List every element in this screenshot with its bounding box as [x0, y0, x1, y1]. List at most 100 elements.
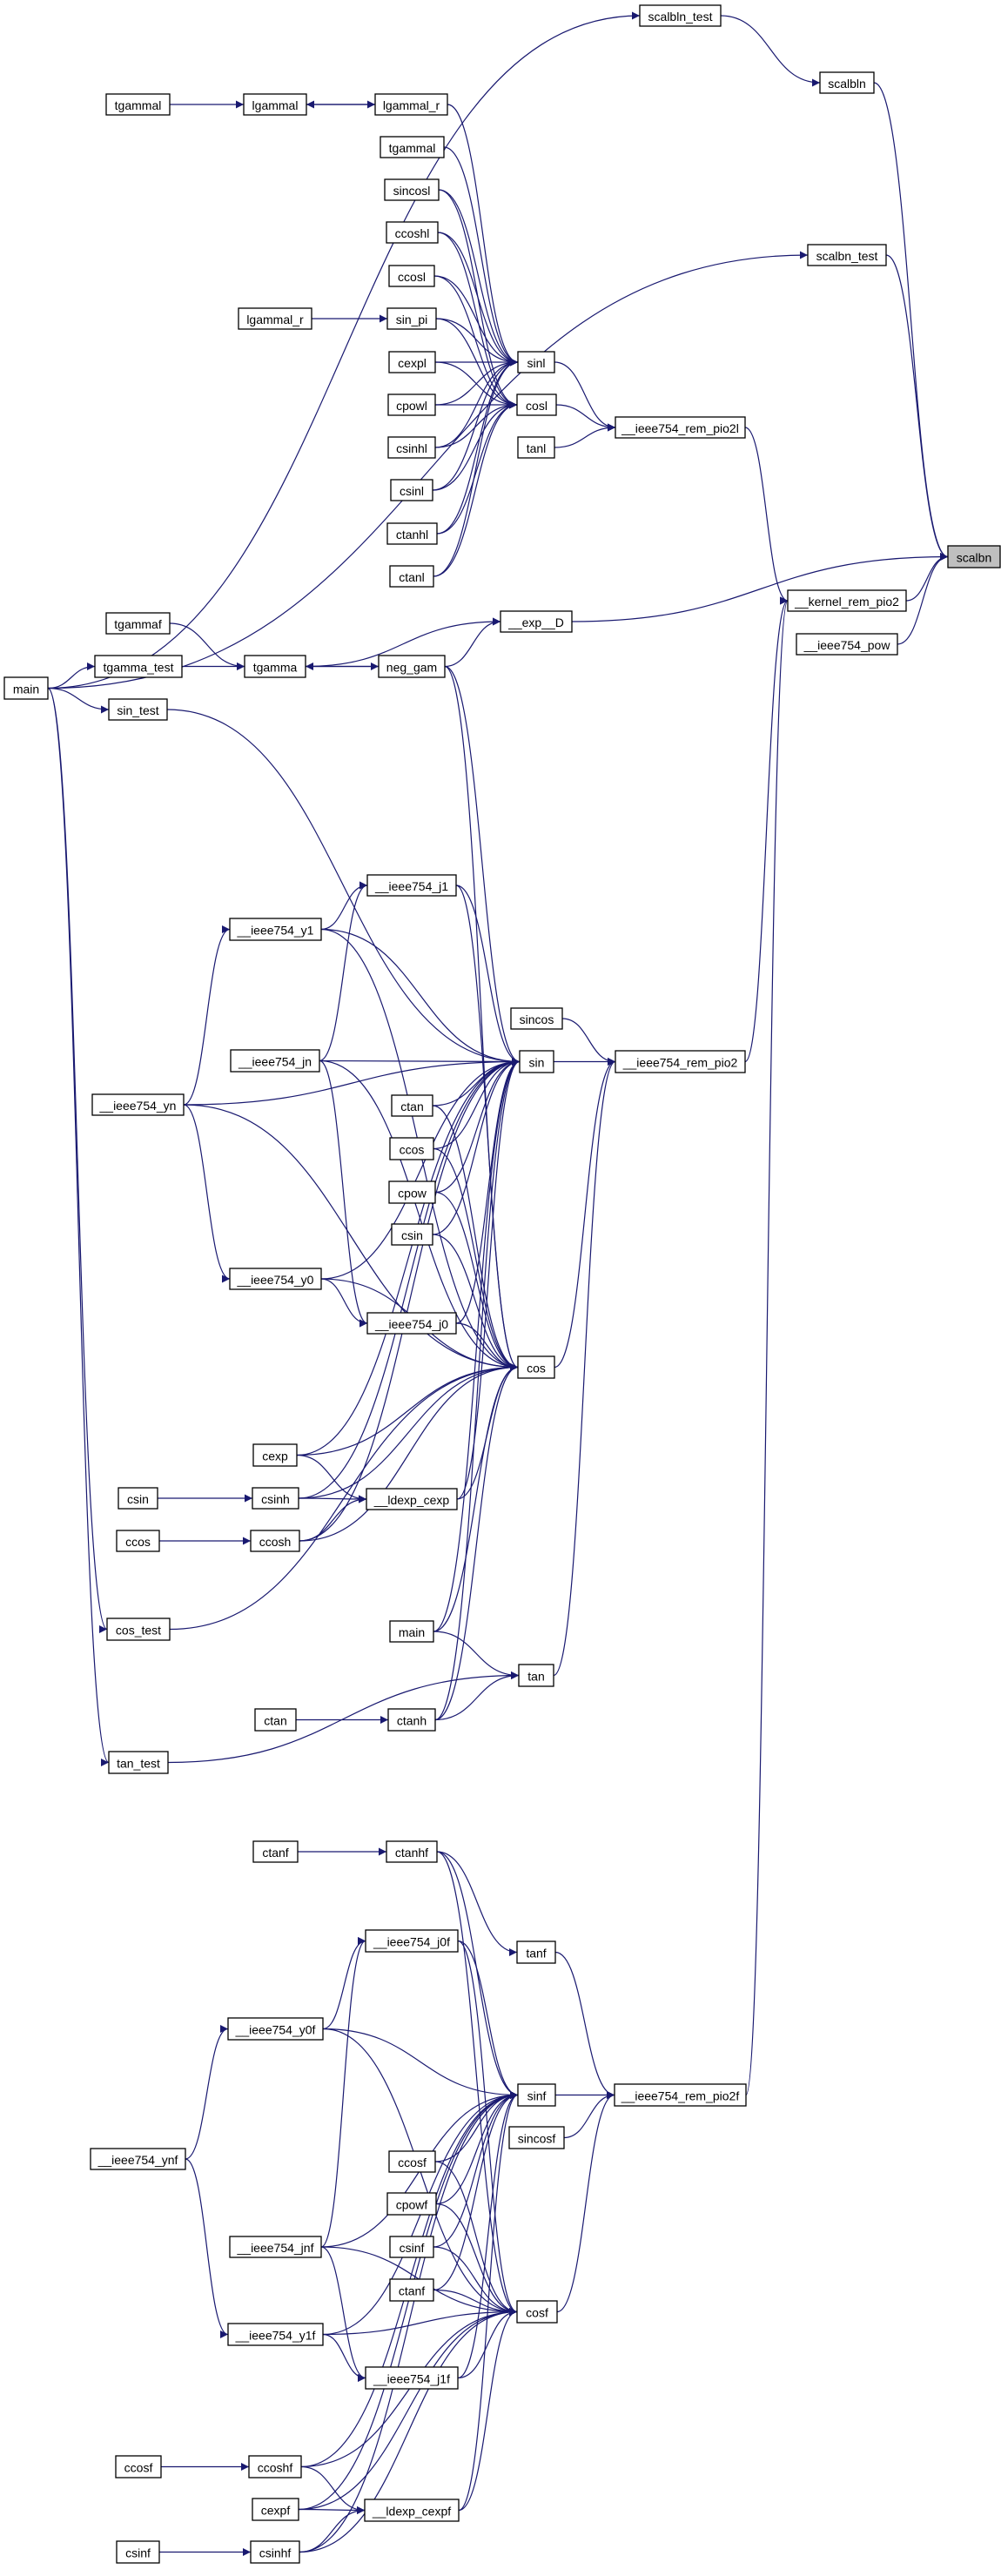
- node-rem_pio2[interactable]: __ieee754_rem_pio2: [615, 1050, 746, 1073]
- node-sinl[interactable]: sinl: [517, 351, 555, 373]
- node-tgammaf[interactable]: tgammaf: [105, 612, 171, 635]
- edge-cpow-to-sin: [434, 1058, 521, 1194]
- node-j1[interactable]: __ieee754_j1: [366, 874, 457, 897]
- edge-yn-to-y1: [183, 925, 231, 1106]
- node-label: csinhf: [259, 2546, 292, 2560]
- node-box: [230, 1049, 320, 1073]
- node-tan[interactable]: tan: [518, 1664, 554, 1687]
- node-ctanhl[interactable]: ctanhl: [386, 522, 438, 545]
- node-ctanh[interactable]: ctanh: [387, 1708, 436, 1732]
- node-label: ccosl: [398, 270, 426, 284]
- node-label: ctanhf: [395, 1846, 428, 1860]
- edge-csinl-to-sinl: [432, 358, 519, 491]
- node-main_b[interactable]: main: [389, 1620, 434, 1643]
- node-csin_a[interactable]: csin: [391, 1223, 433, 1246]
- node-tgammal_b[interactable]: tgammal: [380, 136, 445, 158]
- edge-tanf-to-rem_pio2f: [554, 1951, 615, 2099]
- node-cpow[interactable]: cpow: [388, 1180, 436, 1204]
- edge-ctanhf-to-cosf: [436, 1851, 518, 2316]
- node-box: [366, 874, 457, 897]
- node-ccosf_b[interactable]: ccosf: [115, 2455, 162, 2478]
- node-ccosh[interactable]: ccosh: [250, 1530, 300, 1552]
- node-cexpl[interactable]: cexpl: [388, 351, 436, 373]
- node-neg_gam[interactable]: neg_gam: [378, 655, 446, 678]
- node-cos_test[interactable]: cos_test: [106, 1618, 171, 1641]
- node-csinf_b[interactable]: csinf: [116, 2540, 160, 2564]
- node-ccoshl[interactable]: ccoshl: [386, 221, 439, 244]
- node-main_a[interactable]: main: [3, 676, 49, 700]
- node-jn[interactable]: __ieee754_jn: [230, 1049, 320, 1073]
- edge-csinhf-to-ldexp_cexpf: [299, 2506, 366, 2553]
- edge-main_a-to-cos_test: [47, 687, 108, 1633]
- node-y1[interactable]: __ieee754_y1: [229, 918, 322, 941]
- node-cosf[interactable]: cosf: [516, 2300, 558, 2324]
- node-scalbn_test[interactable]: scalbn_test: [807, 244, 887, 266]
- node-y0f[interactable]: __ieee754_y0f: [227, 2017, 324, 2041]
- node-tgamma_test[interactable]: tgamma_test: [94, 655, 183, 678]
- node-ctanf_b[interactable]: ctanf: [389, 2278, 434, 2302]
- node-rem_pio2l[interactable]: __ieee754_rem_pio2l: [615, 416, 746, 439]
- node-sin_pi[interactable]: sin_pi: [386, 307, 437, 330]
- edge-cexpf-to-cosf: [298, 2308, 518, 2511]
- node-tanf[interactable]: tanf: [516, 1940, 556, 1964]
- node-csinhf[interactable]: csinhf: [250, 2540, 300, 2564]
- node-sincosf[interactable]: sincosf: [508, 2126, 565, 2149]
- node-csinh[interactable]: csinh: [252, 1487, 299, 1510]
- node-cexp[interactable]: cexp: [252, 1443, 298, 1467]
- edge-ccoshf-to-ldexp_cexpf: [300, 2465, 366, 2514]
- node-lgammal_r_b[interactable]: lgammal_r: [238, 307, 312, 330]
- node-cpowl[interactable]: cpowl: [387, 393, 436, 416]
- node-csin_b[interactable]: csin: [118, 1487, 158, 1510]
- edge-y0f-to-j0f: [322, 1937, 366, 2030]
- node-tgamma[interactable]: tgamma: [244, 655, 306, 678]
- node-sincos[interactable]: sincos: [510, 1007, 563, 1030]
- node-box: [517, 2083, 556, 2107]
- node-ccos_a[interactable]: ccos: [389, 1137, 434, 1160]
- edge-main_a-to-tgamma_test: [47, 662, 96, 689]
- node-ynf[interactable]: __ieee754_ynf: [90, 2148, 186, 2170]
- node-cos[interactable]: cos: [517, 1355, 555, 1379]
- node-scalbln[interactable]: scalbln: [819, 71, 875, 94]
- node-ccos_b[interactable]: ccos: [116, 1530, 160, 1552]
- node-exp__D[interactable]: __exp__D: [500, 610, 573, 633]
- node-ccoshf[interactable]: ccoshf: [248, 2455, 302, 2478]
- node-cpowf[interactable]: cpowf: [386, 2192, 437, 2216]
- node-ieee754_pow[interactable]: __ieee754_pow: [796, 633, 898, 656]
- node-cexpf[interactable]: cexpf: [252, 2498, 299, 2521]
- node-ldexp_cexpf[interactable]: __ldexp_cexpf: [364, 2499, 460, 2522]
- node-rem_pio2f[interactable]: __ieee754_rem_pio2f: [614, 2083, 747, 2107]
- node-j0f[interactable]: __ieee754_j0f: [365, 1929, 459, 1953]
- edge-sin_test-to-sin: [166, 709, 521, 1066]
- node-j1f[interactable]: __ieee754_j1f: [365, 2366, 459, 2390]
- node-ldexp_cexp[interactable]: __ldexp_cexp: [366, 1488, 458, 1510]
- node-jnf[interactable]: __ieee754_jnf: [229, 2236, 322, 2258]
- node-ccosf_a[interactable]: ccosf: [388, 2150, 436, 2173]
- node-csinhl[interactable]: csinhl: [387, 436, 436, 459]
- node-ctan_a[interactable]: ctan: [391, 1094, 433, 1117]
- node-sin[interactable]: sin: [519, 1050, 554, 1073]
- node-j0[interactable]: __ieee754_j0: [366, 1312, 457, 1335]
- node-scalbn[interactable]: scalbn: [947, 545, 1001, 568]
- node-scalbln_test[interactable]: scalbln_test: [639, 4, 722, 27]
- node-y1f[interactable]: __ieee754_y1f: [227, 2323, 324, 2346]
- node-ccosl[interactable]: ccosl: [388, 265, 435, 287]
- node-ctanhf[interactable]: ctanhf: [386, 1840, 438, 1863]
- node-yn[interactable]: __ieee754_yn: [91, 1093, 185, 1116]
- node-sincosl[interactable]: sincosl: [384, 178, 440, 201]
- node-y0[interactable]: __ieee754_y0: [229, 1268, 322, 1290]
- node-tgammal_a[interactable]: tgammal: [105, 93, 171, 116]
- node-sin_test[interactable]: sin_test: [108, 698, 168, 721]
- node-lgammal[interactable]: lgammal: [243, 93, 307, 116]
- node-csinf_a[interactable]: csinf: [389, 2236, 434, 2258]
- node-sinf[interactable]: sinf: [517, 2083, 556, 2107]
- node-tanl[interactable]: tanl: [517, 436, 555, 459]
- node-tan_test[interactable]: tan_test: [108, 1751, 169, 1774]
- node-csinl[interactable]: csinl: [390, 479, 433, 501]
- node-ctan_b[interactable]: ctan: [254, 1708, 297, 1732]
- node-lgammal_r_a[interactable]: lgammal_r: [374, 93, 448, 116]
- node-cosl[interactable]: cosl: [516, 393, 557, 416]
- node-kernel_rem_pio2[interactable]: __kernel_rem_pio2: [787, 589, 907, 612]
- node-ctanl[interactable]: ctanl: [389, 565, 434, 588]
- node-box: [516, 2300, 558, 2324]
- node-ctanf_a[interactable]: ctanf: [252, 1840, 299, 1863]
